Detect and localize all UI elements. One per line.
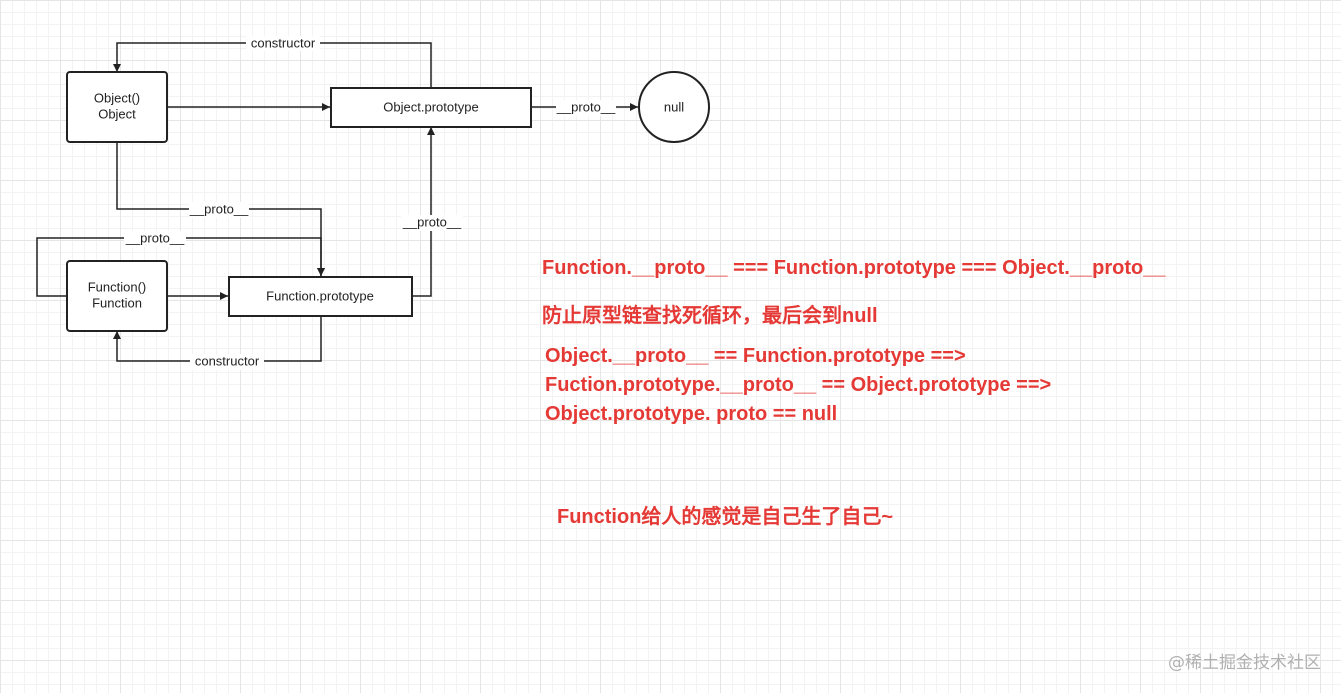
node-label: Object.prototype <box>383 99 478 114</box>
node-label-line1: Object() <box>94 90 140 105</box>
node-label: null <box>664 99 684 114</box>
note-explanation: 防止原型链查找死循环，最后会到null <box>542 305 878 327</box>
note-chain-line: Fuction.prototype.__proto__ == Object.pr… <box>545 374 1052 396</box>
node-null: null <box>638 71 710 143</box>
node-label: Function.prototype <box>266 288 374 303</box>
edge-function-self-proto: __proto__ <box>36 230 325 297</box>
note-equality: Function.__proto__ === Function.prototyp… <box>542 257 1166 279</box>
edge-function-constructor: constructor <box>113 316 322 370</box>
edge-object-to-function-prototype: __proto__ <box>116 142 325 276</box>
watermark: @稀土掘金技术社区 <box>1168 653 1321 673</box>
edge-label-proto: __proto__ <box>402 214 462 229</box>
edge-label-proto: __proto__ <box>189 201 249 216</box>
edge-label-proto: __proto__ <box>556 99 616 114</box>
note-remark: Function给人的感觉是自己生了自己~ <box>557 506 894 528</box>
note-chain: Object.__proto__ == Function.prototype =… <box>545 342 1051 429</box>
node-object-prototype: Object.prototype <box>330 87 532 128</box>
node-object-function: Object() Object <box>66 71 168 143</box>
edge-function-prototype-to-object-prototype: __proto__ <box>401 127 463 297</box>
node-label-line1: Function() <box>88 279 147 294</box>
note-chain-line: Object.__proto__ == Function.prototype =… <box>545 345 966 367</box>
edge-object-prototype-to-null: __proto__ <box>531 99 638 116</box>
edge-label-constructor: constructor <box>251 35 316 50</box>
node-label-line2: Object <box>98 106 136 121</box>
note-chain-line: Object.prototype. proto == null <box>545 403 838 425</box>
edge-label-constructor: constructor <box>195 353 260 368</box>
edge-label-proto: __proto__ <box>125 230 185 245</box>
node-label-line2: Function <box>92 295 142 310</box>
node-function-prototype: Function.prototype <box>228 276 413 317</box>
node-function-function: Function() Function <box>66 260 168 332</box>
edge-object-constructor: constructor <box>113 35 432 88</box>
